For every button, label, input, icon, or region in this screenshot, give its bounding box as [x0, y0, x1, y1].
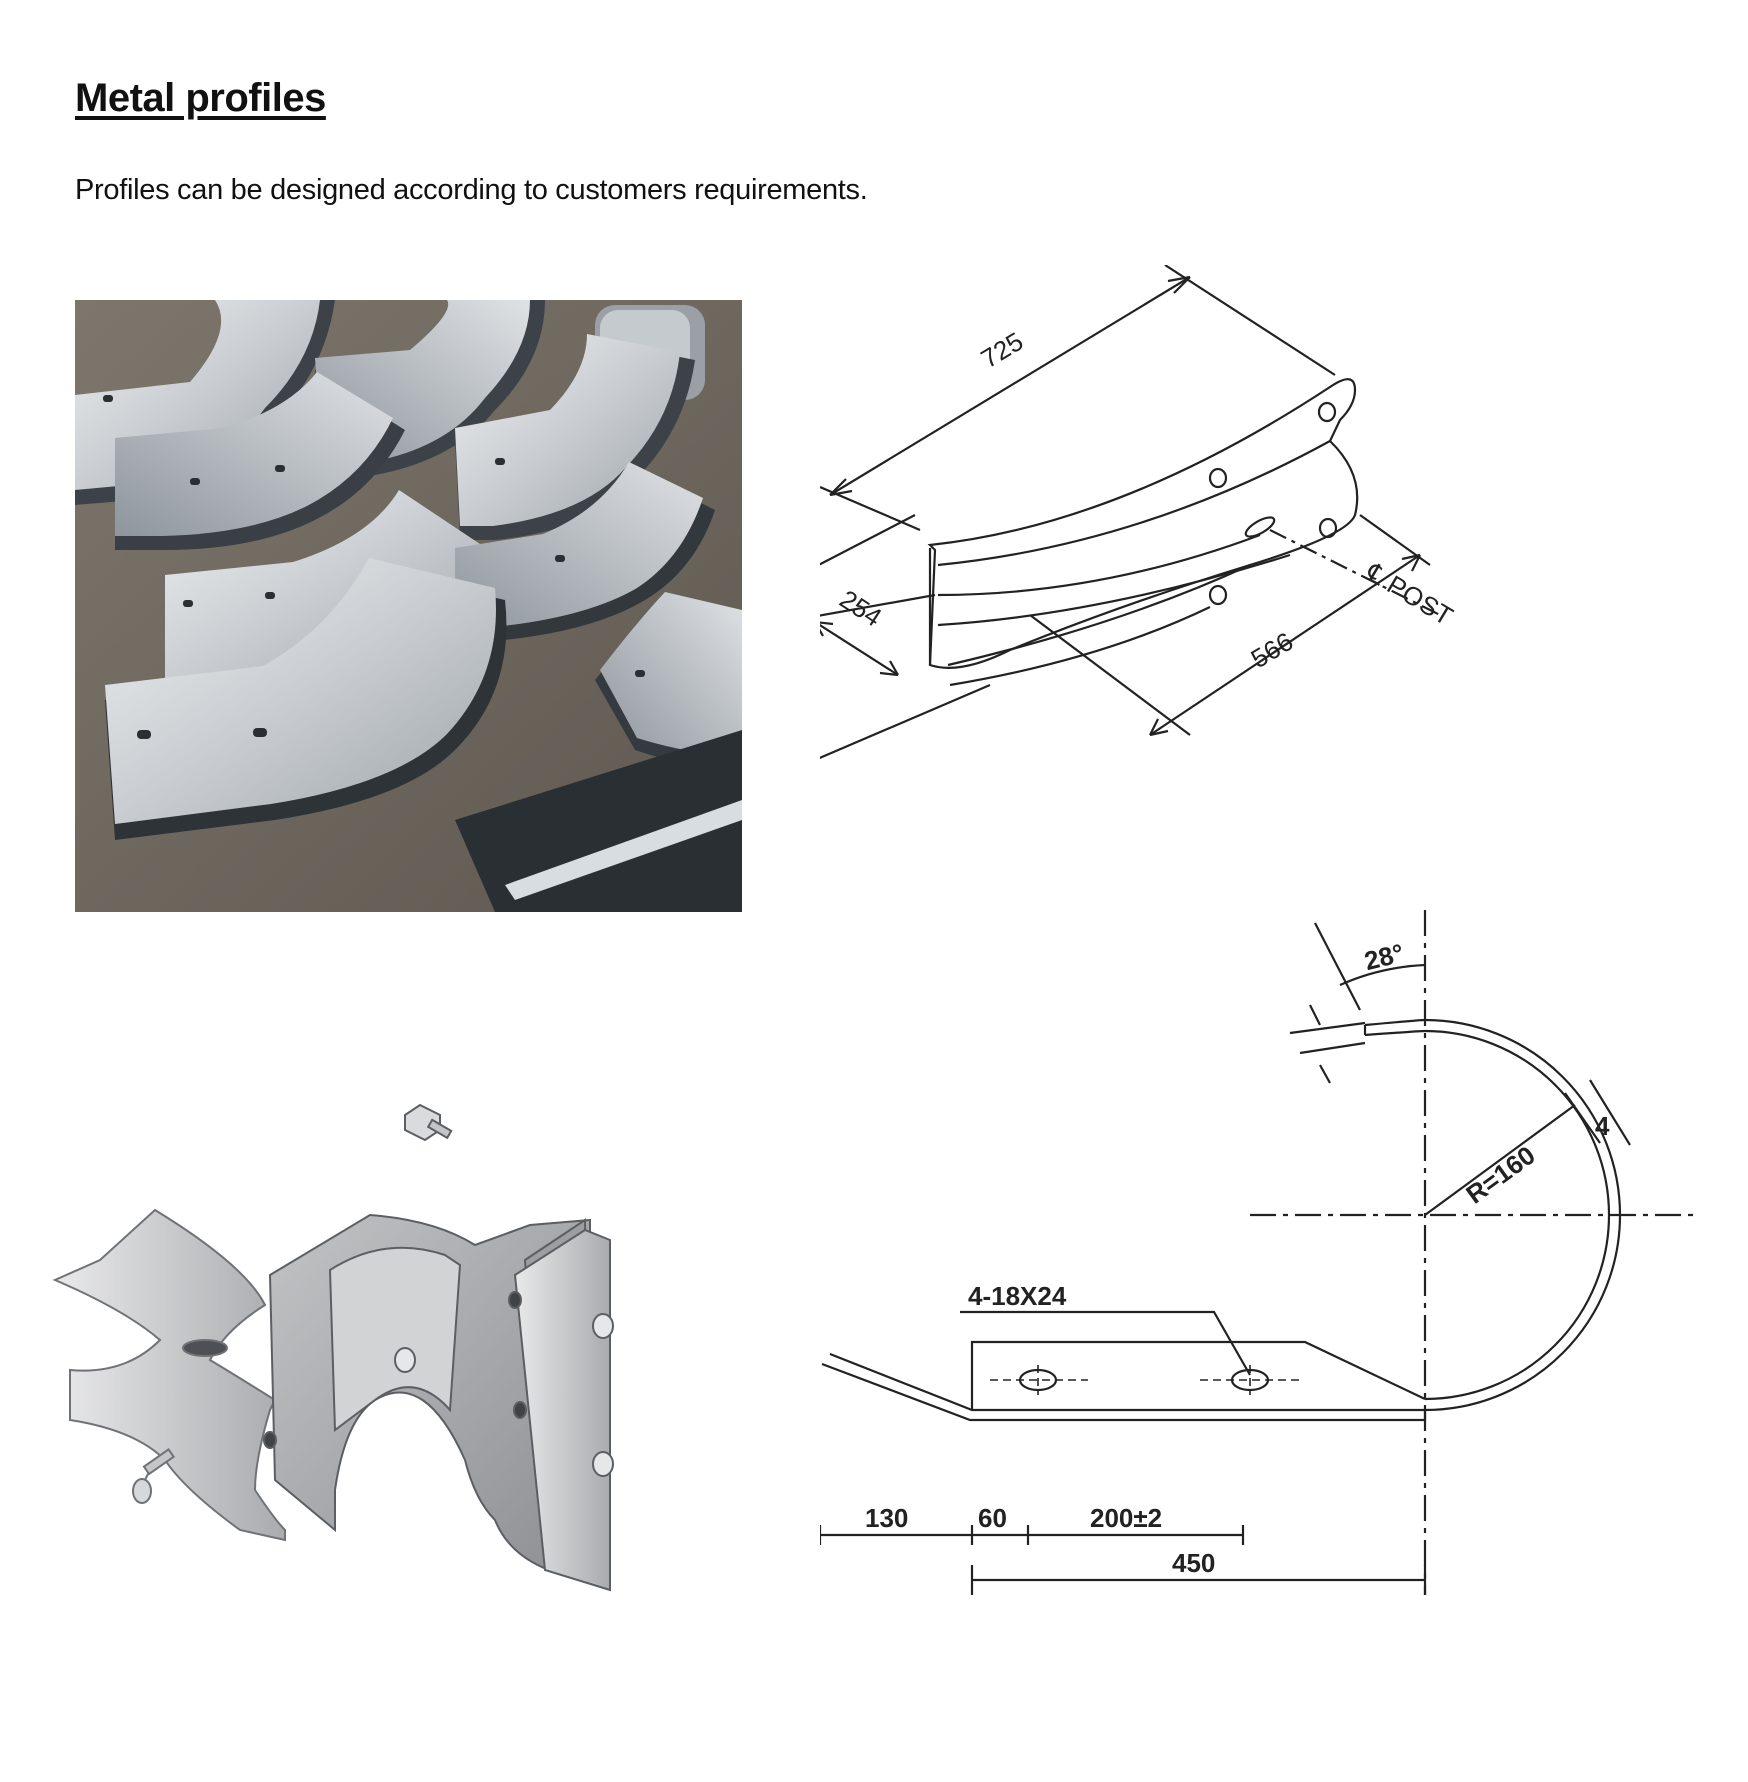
angle-label: 28° [1361, 938, 1406, 977]
holes-label: 4-18X24 [968, 1281, 1067, 1311]
page-description: Profiles can be designed according to cu… [75, 174, 868, 206]
post-slot [1244, 516, 1276, 538]
thickness-label: 4 [1595, 1111, 1610, 1141]
profiles-photo [75, 300, 742, 912]
dim-length: 725 [976, 326, 1029, 374]
profiles-photo-image [75, 300, 742, 912]
dim-200: 200±2 [1090, 1503, 1162, 1533]
post-label: ℄ POST [1361, 556, 1459, 631]
radius-label: R=160 [1460, 1140, 1540, 1210]
bolt-hole [1208, 584, 1228, 606]
terminal-end-drawing: 725 390 254 566 ℄ POST [768, 264, 1680, 885]
post-bracket-render [45, 1100, 765, 1660]
dim-450: 450 [1172, 1548, 1215, 1578]
dim-60: 60 [978, 1503, 1007, 1533]
bolt-hole [1208, 467, 1228, 489]
dim-130: 130 [865, 1503, 908, 1533]
post-clamp-drawing: 28° R=160 4 4-18X24 130 60 200±2 450 [818, 905, 1700, 1615]
bolt-hole [1318, 517, 1338, 539]
page-title: Metal profiles [75, 76, 326, 120]
bolt-hole [1317, 401, 1337, 423]
profile-outline [927, 378, 1359, 669]
dim-depth: 254 [834, 584, 887, 633]
clamp-arc [1364, 1018, 1622, 1412]
